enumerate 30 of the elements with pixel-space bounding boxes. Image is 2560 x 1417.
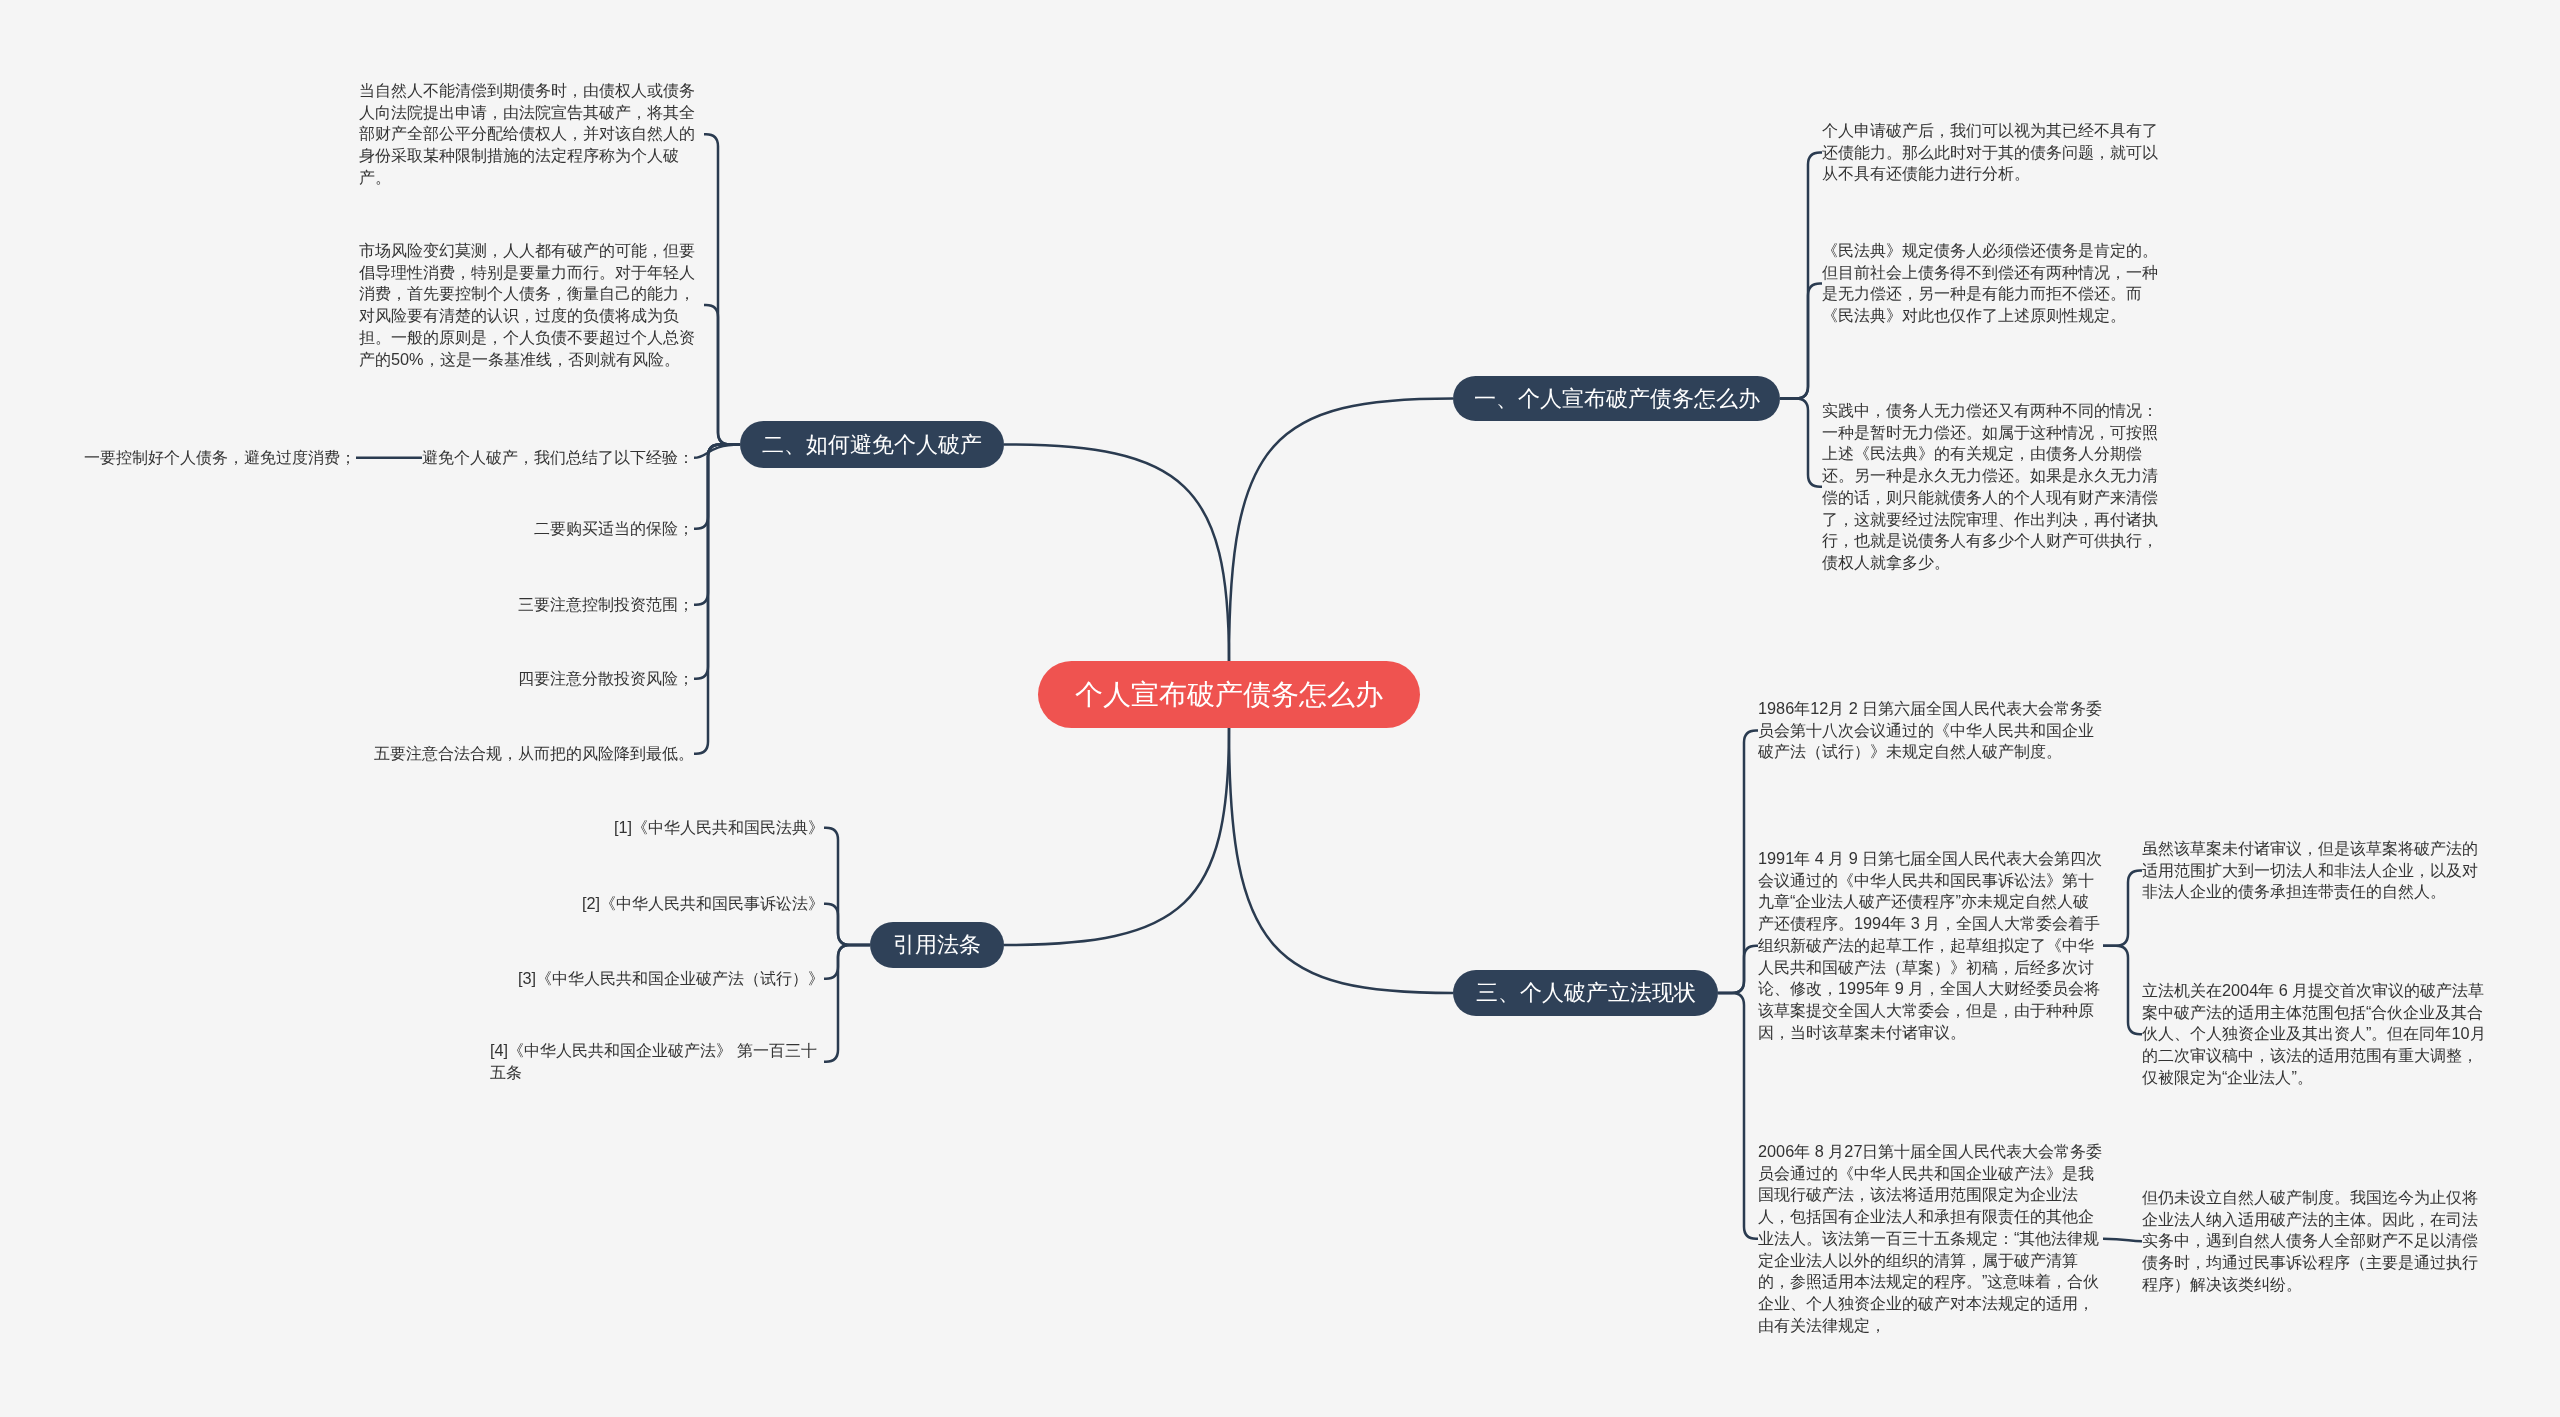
note-text: 一要控制好个人债务，避免过度消费； — [84, 447, 356, 469]
topic-box: 三、个人破产立法现状 — [1453, 970, 1718, 1016]
note-text: 四要注意分散投资风险； — [518, 668, 694, 690]
note-text: [1]《中华人民共和国民法典》 — [613, 817, 824, 839]
topic-box: 一、个人宣布破产债务怎么办 — [1453, 376, 1780, 421]
connector-line — [1003, 727, 1231, 947]
topic-box: 二、如何避免个人破产 — [740, 421, 1004, 468]
note-text: 市场风险变幻莫测，人人都有破产的可能，但要倡导理性消费，特别是要量力而行。对于年轻人消费，首先要控制个人债务，衡量自己的能力，对风险要有清楚的认识，过度的负债将成为负担。一般的原则是，个人负债不要超过个人总资产的50%，这是一条基准线，否则就有风险。 — [359, 240, 704, 371]
note-text: 虽然该草案未付诸审议，但是该草案将破产法的适用范围扩大到一切法人和非法人企业，以及对非法人企业的债务承担连带责任的自然人。 — [2142, 838, 2487, 904]
note-text: 立法机关在2004年 6 月提交首次审议的破产法草案中破产法的适用主体范围包括“合伙企业及其合伙人、个人独资企业及其出资人”。但在同年10月的二次审议稿中，该法的适用范围有重大调整，仅被限定为“企业法人”。 — [2142, 980, 2487, 1089]
connector-line — [1003, 443, 1231, 662]
note-text: [4]《中华人民共和国企业破产法》 第一百三十五条 — [490, 1040, 824, 1084]
central-topic-box: 个人宣布破产债务怎么办 — [1038, 661, 1420, 728]
note-text: 《民法典》规定债务人必须偿还债务是肯定的。但目前社会上债务得不到偿还有两种情况，一种是无力偿还，另一种是有能力而拒不偿还。而《民法典》对此也仅作了上述原则性规定。 — [1822, 240, 2167, 327]
note-text: 五要注意合法合规，从而把的风险降到最低。 — [374, 743, 694, 765]
note-text: 个人申请破产后，我们可以视为其已经不具有了还债能力。那么此时对于其的债务问题，就可以从不具有还债能力进行分析。 — [1822, 120, 2167, 186]
note-text: 实践中，债务人无力偿还又有两种不同的情况：一种是暂时无力偿还。如属于这种情况，可按照上述《民法典》的有关规定，由债务人分期偿还。另一种是永久无力偿还。如果是永久无力清偿的话，则只能就债务人的个人现有财产来清偿了，这就要经过法院审理、作出判决，再付诸执行，也就是说债务人有多少个人财产可供执行，债权人就拿多少。 — [1822, 400, 2167, 574]
note-text: 避免个人破产，我们总结了以下经验： — [422, 447, 694, 469]
note-text: 但仍未设立自然人破产制度。我国迄今为止仅将企业法人纳入适用破产法的主体。因此，在司法实务中，遇到自然人债务人全部财产不足以清偿债务时，均通过民事诉讼程序（主要是通过执行程序）解决该类纠纷。 — [2142, 1187, 2487, 1296]
note-text: 1986年12月 2 日第六届全国人民代表大会常务委员会第十八次会议通过的《中华人民共和国企业破产法（试行）》未规定自然人破产制度。 — [1758, 698, 2103, 764]
connector-line — [2103, 1237, 2143, 1243]
note-text: 当自然人不能清偿到期债务时，由债权人或债务人向法院提出申请，由法院宣告其破产，将其全部财产全部公平分配给债权人，并对该自然人的身份采取某种限制措施的法定程序称为个人破产。 — [359, 80, 704, 189]
note-text: [3]《中华人民共和国企业破产法（试行）》 — [517, 968, 824, 990]
note-text: [2]《中华人民共和国民事诉讼法》 — [581, 893, 824, 915]
note-text: 2006年 8 月27日第十届全国人民代表大会常务委员会通过的《中华人民共和国企业破产法》是我国现行破产法，该法将适用范围限定为企业法人，包括国有企业法人和承担有限责任的其他企业法人。该法第一百三十五条规定：“其他法律规定企业法人以外的组织的清算，属于破产清算的，参照适用本法规定的程序。”这意味着，合伙企业、个人独资企业的破产对本法规定的适用，由有关法律规定， — [1758, 1141, 2103, 1337]
note-text: 三要注意控制投资范围； — [518, 594, 694, 616]
topic-box: 引用法条 — [870, 922, 1004, 968]
note-text: 1991年 4 月 9 日第七届全国人民代表大会第四次会议通过的《中华人民共和国民事诉讼法》第十九章“企业法人破产还债程序”亦未规定自然人破产还债程序。1994年 3 月，全国人大常委会着手组织新破产法的起草工作，起草组拟定了《中华人民共和国破产法（草案）》初稿，后经多次讨论、修改，1995年 9 月，全国人大财经委员会将该草案提交全国人大常委会，但是，由于种种原因，当时该草案未付诸审议。 — [1758, 848, 2103, 1044]
note-text: 二要购买适当的保险； — [534, 518, 694, 540]
connector-line — [356, 456, 422, 460]
